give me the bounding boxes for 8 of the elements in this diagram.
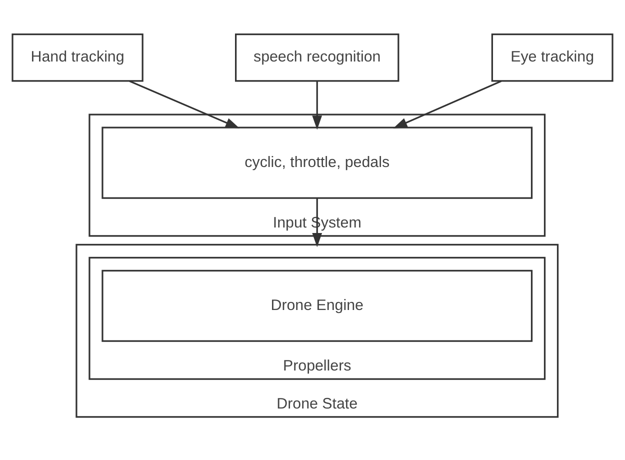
- node-box: Eye tracking: [491, 34, 614, 82]
- node-box: Hand tracking: [12, 34, 144, 82]
- node-box: Drone Engine: [102, 270, 533, 342]
- arrow: [129, 80, 240, 128]
- arrow: [312, 81, 322, 130]
- arrow: [393, 80, 502, 128]
- node-box: cyclic, throttle, pedals: [102, 126, 533, 199]
- node-box: speech recognition: [235, 34, 400, 82]
